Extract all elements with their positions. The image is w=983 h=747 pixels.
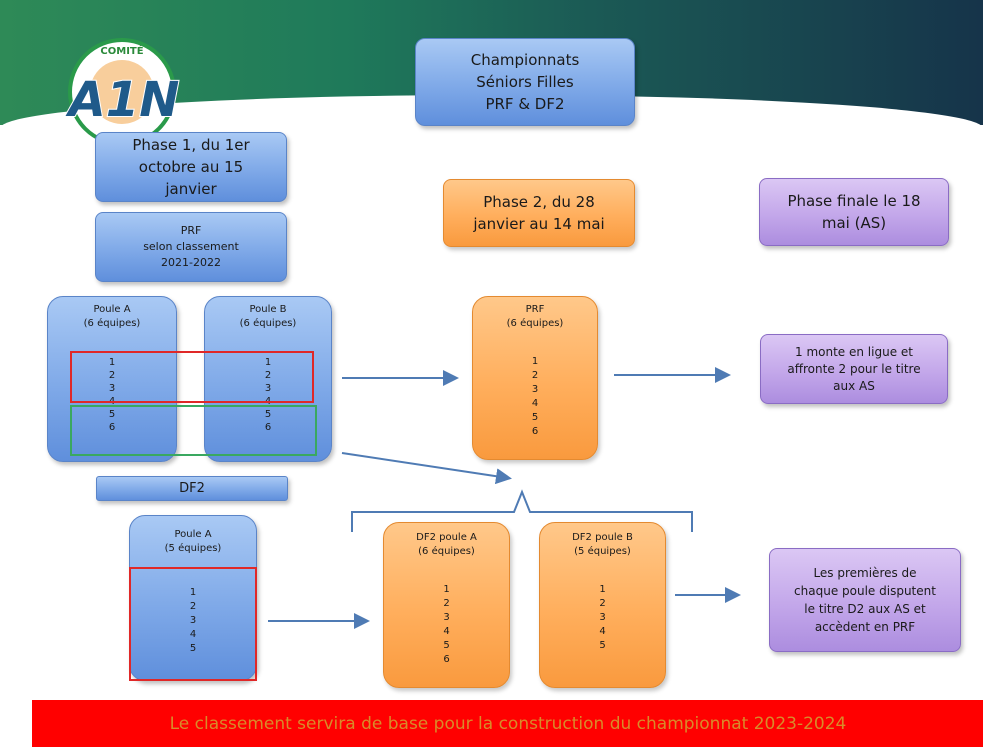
df2-b-box: DF2 poule B (5 équipes) 1 2 3 4 5 bbox=[539, 522, 666, 688]
logo-top-text: COMITÉ bbox=[100, 44, 143, 57]
rank: 5 bbox=[189, 643, 197, 654]
result-df2-line1: Les premières de bbox=[813, 566, 917, 580]
title-line3: PRF & DF2 bbox=[485, 95, 565, 113]
poule-b1-sub: (6 équipes) bbox=[239, 318, 297, 329]
poule-a1-title: Poule A bbox=[93, 304, 131, 315]
logo-main-text: A1N bbox=[65, 72, 180, 128]
rank: 2 bbox=[264, 370, 272, 381]
result-df2-line3: le titre D2 aux AS et bbox=[804, 602, 926, 616]
poule-a2-title: Poule A bbox=[174, 529, 212, 540]
title-line2: Séniors Filles bbox=[476, 73, 574, 91]
rank: 2 bbox=[443, 598, 450, 609]
rank: 3 bbox=[531, 384, 539, 395]
result-df2-box: Les premières de chaque poule disputent … bbox=[769, 548, 961, 652]
rank: 6 bbox=[264, 422, 272, 433]
rank: 5 bbox=[531, 412, 539, 423]
rank: 1 bbox=[108, 357, 116, 368]
rank: 3 bbox=[443, 612, 450, 623]
df2-label: DF2 bbox=[179, 481, 205, 496]
df2-a-title: DF2 poule A bbox=[416, 532, 477, 543]
footer-text: Le classement servira de base pour la co… bbox=[169, 713, 847, 734]
title-box: Championnats Séniors Filles PRF & DF2 bbox=[415, 38, 635, 126]
phase-finale-line1: Phase finale le 18 bbox=[787, 192, 921, 210]
rank: 4 bbox=[531, 398, 539, 409]
prf-selon-box: PRF selon classement 2021-2022 bbox=[95, 212, 287, 282]
poule-a1-box: Poule A (6 équipes) 1 2 3 4 5 6 bbox=[47, 296, 177, 462]
rank: 4 bbox=[599, 626, 606, 637]
result-df2-line4: accèdent en PRF bbox=[814, 620, 916, 634]
poule-a2-highlight bbox=[129, 567, 257, 681]
prf2-title: PRF bbox=[525, 304, 545, 315]
result-df2-line2: chaque poule disputent bbox=[794, 584, 936, 598]
df2-b-title: DF2 poule B bbox=[572, 532, 633, 543]
result-prf-line3: aux AS bbox=[833, 378, 875, 393]
rank: 4 bbox=[189, 629, 197, 640]
phase2-box: Phase 2, du 28 janvier au 14 mai bbox=[443, 179, 635, 247]
prf2-sub: (6 équipes) bbox=[506, 318, 564, 329]
phase2-line1: Phase 2, du 28 bbox=[483, 193, 595, 211]
rank: 2 bbox=[531, 370, 539, 381]
rank: 6 bbox=[108, 422, 116, 433]
poule-a2-sub: (5 équipes) bbox=[164, 543, 222, 554]
rank: 3 bbox=[599, 612, 606, 623]
rank: 3 bbox=[264, 383, 272, 394]
rank: 5 bbox=[108, 409, 116, 420]
rank: 4 bbox=[443, 626, 450, 637]
phase2-line2: janvier au 14 mai bbox=[473, 215, 605, 233]
result-prf-box: 1 monte en ligue et affronte 2 pour le t… bbox=[760, 334, 948, 404]
df2-a-sub: (6 équipes) bbox=[418, 546, 475, 557]
comite-a1n-logo: COMITÉ A1N bbox=[64, 38, 180, 146]
rank: 1 bbox=[443, 584, 450, 595]
rank: 2 bbox=[189, 601, 197, 612]
df2-bracket bbox=[351, 489, 693, 532]
rank: 2 bbox=[108, 370, 116, 381]
arrow-poules-to-df2 bbox=[341, 452, 512, 485]
top3-highlight bbox=[70, 351, 314, 403]
rank: 1 bbox=[264, 357, 272, 368]
phase1-line2: octobre au 15 bbox=[138, 158, 244, 176]
rank: 1 bbox=[189, 587, 197, 598]
df2-a-box: DF2 poule A (6 équipes) 1 2 3 4 5 6 bbox=[383, 522, 510, 688]
rank: 3 bbox=[108, 383, 116, 394]
poule-b1-box: Poule B (6 équipes) 1 2 3 4 5 6 bbox=[204, 296, 332, 462]
rank: 5 bbox=[443, 640, 450, 651]
result-prf-line2: affronte 2 pour le titre bbox=[787, 361, 921, 376]
phase1-line3: janvier bbox=[165, 180, 217, 198]
result-prf-line1: 1 monte en ligue et bbox=[795, 344, 913, 359]
rank: 3 bbox=[189, 615, 197, 626]
phase-finale-line2: mai (AS) bbox=[821, 214, 887, 232]
prf-selon-line2: selon classement bbox=[143, 240, 239, 253]
df2-label-box: DF2 bbox=[96, 476, 288, 501]
poule-a1-sub: (6 équipes) bbox=[83, 318, 141, 329]
bottom3-highlight bbox=[70, 405, 317, 456]
prf-selon-line1: PRF bbox=[180, 224, 202, 237]
rank: 2 bbox=[599, 598, 606, 609]
rank: 6 bbox=[443, 654, 450, 665]
rank: 6 bbox=[531, 426, 539, 437]
basketball-icon bbox=[89, 60, 154, 124]
prf2-box: PRF (6 équipes) 1 2 3 4 5 6 bbox=[472, 296, 598, 460]
poule-b1-title: Poule B bbox=[249, 304, 287, 315]
phase-finale-box: Phase finale le 18 mai (AS) bbox=[759, 178, 949, 246]
rank: 1 bbox=[531, 356, 539, 367]
phase1-line1: Phase 1, du 1er bbox=[132, 136, 250, 154]
prf-selon-line3: 2021-2022 bbox=[161, 256, 221, 269]
title-line1: Championnats bbox=[470, 51, 580, 69]
phase1-box: Phase 1, du 1er octobre au 15 janvier bbox=[95, 132, 287, 202]
rank: 5 bbox=[599, 640, 606, 651]
rank: 1 bbox=[599, 584, 606, 595]
rank: 5 bbox=[264, 409, 272, 420]
footer-banner: Le classement servira de base pour la co… bbox=[32, 700, 983, 747]
df2-b-sub: (5 équipes) bbox=[574, 546, 631, 557]
